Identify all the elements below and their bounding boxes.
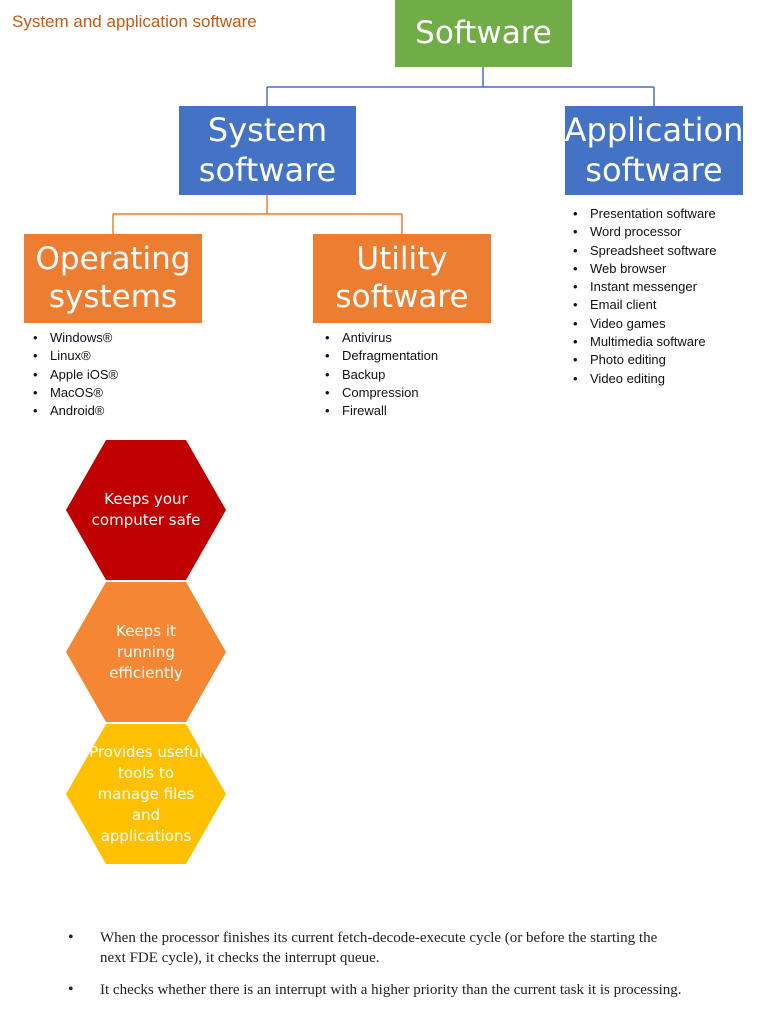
utility-software-line1: Utility <box>356 240 448 277</box>
operating-systems-list: Windows® Linux® Apple iOS® MacOS® Androi… <box>30 329 118 421</box>
operating-systems-line2: systems <box>48 278 178 315</box>
software-box: Software <box>395 0 572 67</box>
list-item: Spreadsheet software <box>570 242 716 261</box>
list-item: Antivirus <box>322 329 438 348</box>
operating-systems-line1: Operating <box>35 240 191 277</box>
list-item: Word processor <box>570 223 716 242</box>
operating-systems-box: Operating systems <box>24 234 202 323</box>
application-software-line1: Application <box>564 111 744 150</box>
hexagon-running-efficiently: Keeps it running efficiently <box>66 582 226 722</box>
hexagon-label: Provides useful tools to manage files an… <box>89 742 203 845</box>
list-item: MacOS® <box>30 384 118 403</box>
list-item: Web browser <box>570 260 716 279</box>
page-title: System and application software <box>12 12 257 31</box>
list-item: Defragmentation <box>322 347 438 366</box>
hexagon-label: Keeps your computer safe <box>91 490 201 529</box>
hexagon-keeps-safe: Keeps your computer safe <box>66 440 226 580</box>
application-software-box: Application software <box>565 106 743 195</box>
system-software-line2: software <box>198 150 337 189</box>
list-item: Presentation software <box>570 205 716 224</box>
interrupt-notes: When the processor finishes its current … <box>62 928 682 1012</box>
list-item: Instant messenger <box>570 278 716 297</box>
list-item: Firewall <box>322 402 438 421</box>
utility-software-list: Antivirus Defragmentation Backup Compres… <box>322 329 438 421</box>
list-item: Windows® <box>30 329 118 348</box>
list-item: Android® <box>30 402 118 421</box>
software-label: Software <box>415 14 552 51</box>
list-item: Linux® <box>30 347 118 366</box>
connector-lines <box>112 67 655 234</box>
system-connectors <box>112 195 403 234</box>
software-connectors <box>266 67 655 106</box>
utility-software-box: Utility software <box>313 234 491 323</box>
application-software-line2: software <box>585 150 723 189</box>
utility-software-line2: software <box>335 278 469 315</box>
list-item: Video games <box>570 315 716 334</box>
list-item: Photo editing <box>570 351 716 370</box>
list-item: Video editing <box>570 370 716 389</box>
list-item: Multimedia software <box>570 333 716 352</box>
list-item: Compression <box>322 384 438 403</box>
application-software-list: Presentation software Word processor Spr… <box>570 205 716 388</box>
list-item: Email client <box>570 296 716 315</box>
note-item: It checks whether there is an interrupt … <box>62 980 682 1000</box>
list-item: Apple iOS® <box>30 366 118 385</box>
system-software-box: System software <box>179 106 356 195</box>
hexagon-label: Keeps it running efficiently <box>109 621 183 682</box>
list-item: Backup <box>322 366 438 385</box>
system-software-line1: System <box>207 111 328 150</box>
utility-benefits-hexagons: Keeps your computer safe Keeps it runnin… <box>30 432 260 870</box>
note-item: When the processor finishes its current … <box>62 928 682 968</box>
hexagon-useful-tools: Provides useful tools to manage files an… <box>66 724 226 864</box>
